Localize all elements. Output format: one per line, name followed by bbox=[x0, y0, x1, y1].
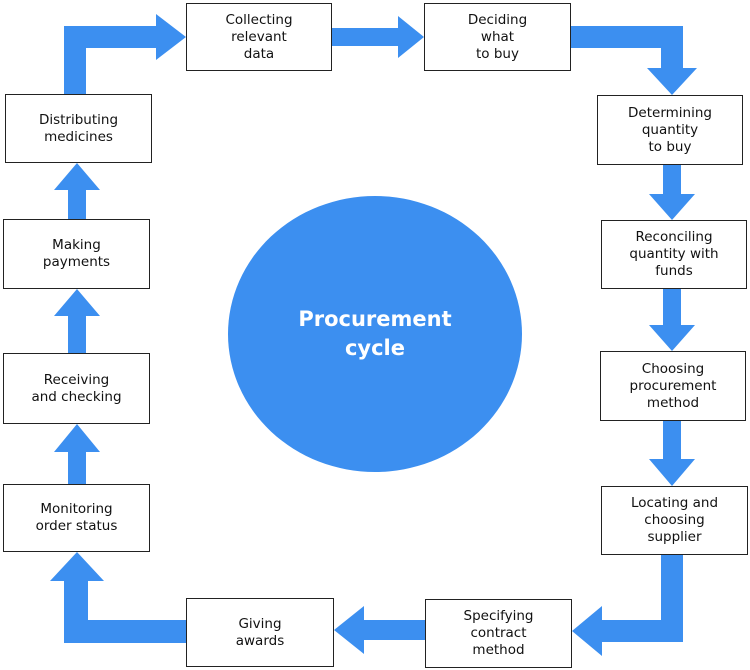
step-deciding-what-to-buy: Deciding what to buy bbox=[424, 3, 571, 71]
arrow-specifying-to-giving bbox=[334, 606, 425, 654]
arrow-monitoring-to-receiving bbox=[54, 424, 100, 484]
step-making-payments: Making payments bbox=[3, 219, 150, 289]
arrow-reconciling-to-choosing bbox=[649, 289, 695, 351]
arrow-choosing-to-locating bbox=[649, 421, 695, 486]
arrow-deciding-to-determining bbox=[571, 26, 697, 95]
step-collecting-data: Collecting relevant data bbox=[186, 3, 332, 71]
step-receiving-checking: Receiving and checking bbox=[3, 353, 150, 424]
step-giving-awards: Giving awards bbox=[186, 598, 334, 667]
arrow-determining-to-reconciling bbox=[649, 165, 695, 220]
step-monitoring-order: Monitoring order status bbox=[3, 484, 150, 552]
step-choosing-method: Choosing procurement method bbox=[600, 351, 746, 421]
step-reconciling-funds: Reconciling quantity with funds bbox=[601, 220, 747, 289]
arrow-distributing-to-collecting bbox=[64, 14, 186, 94]
step-determining-quantity: Determining quantity to buy bbox=[597, 95, 743, 165]
step-distributing-medicines: Distributing medicines bbox=[5, 94, 152, 163]
arrow-receiving-to-making bbox=[54, 289, 100, 353]
arrow-giving-to-monitoring bbox=[50, 552, 186, 643]
arrow-collecting-to-deciding bbox=[332, 16, 424, 58]
arrow-making-to-distributing bbox=[54, 163, 100, 219]
arrow-locating-to-specifying bbox=[572, 555, 683, 656]
procurement-cycle-circle: Procurement cycle bbox=[228, 196, 522, 472]
step-locating-supplier: Locating and choosing supplier bbox=[601, 486, 748, 555]
step-specifying-contract: Specifying contract method bbox=[425, 599, 572, 668]
